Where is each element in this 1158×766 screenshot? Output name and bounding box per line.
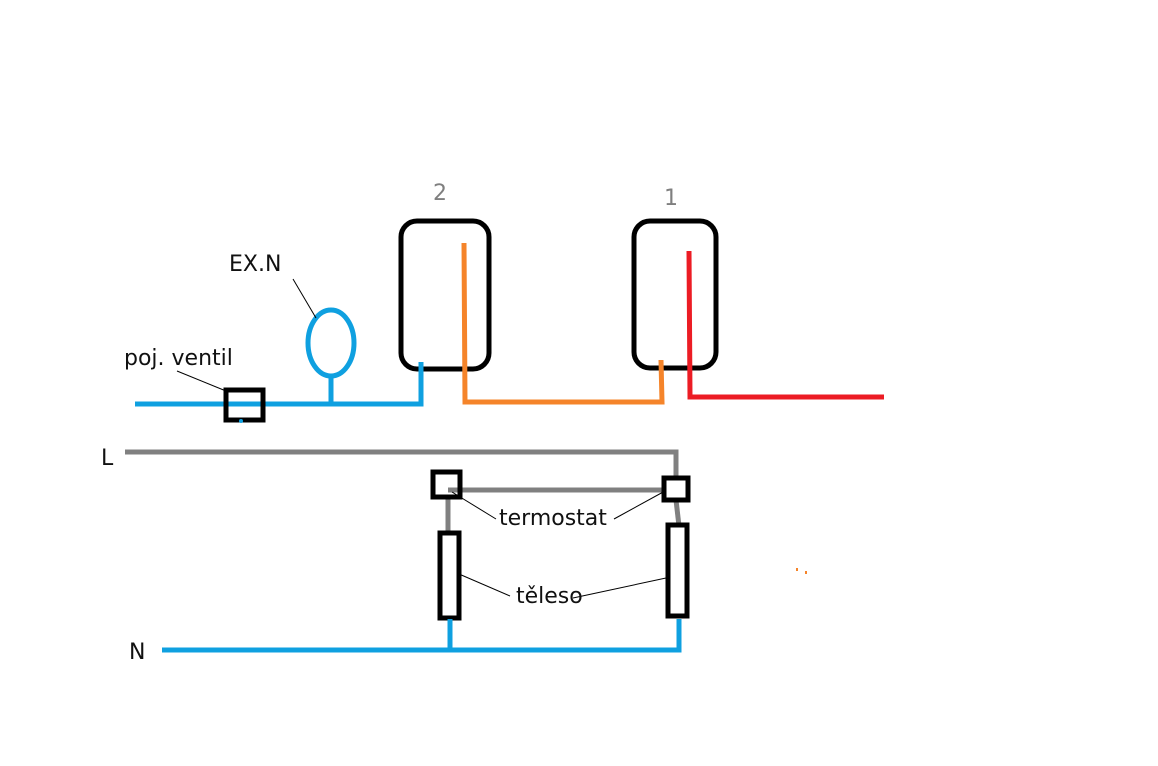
thermostat-left — [430, 469, 463, 500]
stray-mark — [805, 571, 807, 574]
expansion-vessel — [305, 307, 357, 379]
heating-element-right — [665, 522, 690, 619]
hot-water-pipe — [686, 250, 884, 400]
tank-2-number: 2 — [433, 181, 447, 206]
phase-wire-L — [125, 449, 679, 478]
leader-line-element-left — [458, 573, 511, 597]
tank-1 — [631, 218, 719, 371]
cold-water-pipe — [135, 362, 424, 407]
line-L-label: L — [101, 446, 114, 471]
tank-1-number: 1 — [664, 186, 678, 211]
leader-line-expansion — [292, 278, 317, 319]
leader-line-element-right — [572, 577, 667, 599]
warm-water-pipe — [461, 242, 665, 405]
leader-line-thermostat-right — [613, 490, 666, 520]
safety-valve-outlet — [239, 419, 243, 423]
line-N-label: N — [129, 640, 146, 665]
neutral-wire-N — [162, 619, 682, 653]
tank-2 — [398, 218, 492, 372]
thermostat-label: termostat — [499, 506, 607, 531]
stray-mark — [796, 568, 798, 571]
safety-valve-label: poj. ventil — [124, 346, 233, 371]
wire-right-element — [673, 499, 682, 527]
thermostat-right — [661, 475, 691, 503]
heating-element-left — [437, 530, 462, 621]
expansion-vessel-label: EX.N — [229, 252, 282, 277]
safety-valve — [223, 387, 266, 423]
leader-line-thermostat-left — [451, 491, 497, 520]
leader-line-valve — [176, 370, 227, 392]
heating-element-label: těleso — [516, 584, 583, 609]
